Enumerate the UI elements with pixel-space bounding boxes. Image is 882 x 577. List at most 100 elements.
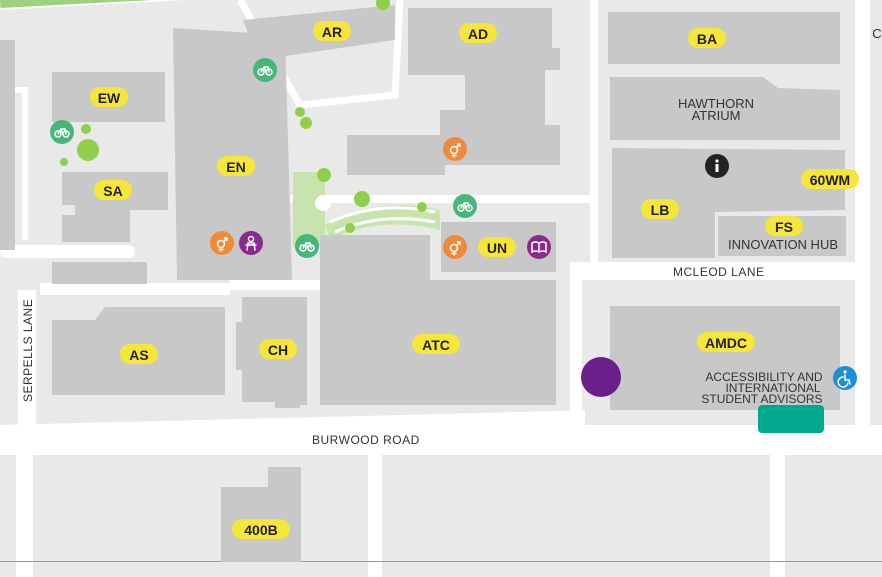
label-accessibility: ACCESSIBILITY AND: [705, 370, 822, 384]
building-tag-background: [217, 156, 255, 176]
building-code: 400B: [244, 522, 277, 538]
building-sa-annex: [52, 262, 147, 284]
building-tag-background: [94, 180, 132, 200]
building-tag-fs[interactable]: FS: [765, 216, 803, 236]
building-code: AS: [129, 347, 148, 363]
bicycle-parking-icon[interactable]: [295, 234, 319, 258]
path-arc-2: [334, 217, 436, 234]
bicycle-parking-icon[interactable]: [453, 194, 477, 218]
building-code: AMDC: [705, 335, 747, 351]
parents-room-icon[interactable]: [239, 231, 263, 255]
street-burwood-road: BURWOOD ROAD: [312, 433, 420, 447]
tree-icon: [81, 124, 91, 134]
building-tag-background: [478, 237, 516, 257]
building-labels: AR AD BA EW EN SA LB 60WM FS UN AS CH ATC AMDC 400B: [90, 21, 859, 539]
bicycle-parking-icon[interactable]: [50, 120, 74, 144]
building-sa[interactable]: [62, 172, 168, 242]
ground-south-edge: [0, 455, 16, 577]
building-tag-background: [259, 339, 297, 359]
building-atc[interactable]: [320, 235, 556, 405]
building-tag-background: [120, 344, 158, 364]
ground-far-east: [870, 0, 882, 425]
unisex-toilet-icon[interactable]: [210, 231, 234, 255]
building-tag-background: [412, 334, 460, 354]
building-tag-400b[interactable]: 400B: [232, 519, 290, 539]
label-student-advisors: STUDENT ADVISORS: [701, 392, 822, 406]
building-code: SA: [103, 183, 122, 199]
building-west-edge: [0, 40, 15, 250]
path-far-east: [855, 0, 870, 425]
building-amdc[interactable]: [610, 306, 840, 410]
tree-icon: [354, 191, 370, 207]
building-tag-sa[interactable]: SA: [94, 180, 132, 200]
building-tag-background: [801, 169, 859, 189]
label-innovation-hub: INNOVATION HUB: [728, 237, 838, 252]
building-code: EW: [98, 90, 121, 106]
building-tag-as[interactable]: AS: [120, 344, 158, 364]
building-code: 60WM: [810, 172, 850, 188]
label-hawthorn: HAWTHORN: [678, 96, 754, 111]
label-edge-c: C: [872, 26, 881, 41]
information-icon[interactable]: [705, 154, 729, 178]
path-west: [0, 245, 135, 258]
street-mcleod-lane: MCLEOD LANE: [673, 265, 765, 279]
path-east: [570, 265, 582, 425]
tree-icon: [345, 223, 355, 233]
building-code: FS: [775, 219, 793, 235]
building-tag-background: [697, 332, 755, 352]
building-code: LB: [651, 202, 670, 218]
building-code: ATC: [422, 337, 450, 353]
unisex-toilet-icon[interactable]: [443, 137, 467, 161]
building-tag-ad[interactable]: AD: [459, 23, 497, 43]
building-hawthorn-atrium[interactable]: [610, 77, 840, 140]
trees: [60, 0, 427, 233]
building-tag-60wm[interactable]: 60WM: [801, 169, 859, 189]
green-strip-north: [0, 0, 231, 8]
building-tag-ew[interactable]: EW: [90, 87, 128, 107]
tree-icon: [376, 0, 390, 10]
ground-south-1: [33, 455, 368, 577]
building-tag-background: [313, 21, 351, 41]
building-tag-en[interactable]: EN: [217, 156, 255, 176]
building-ad[interactable]: [347, 8, 560, 175]
tree-icon: [317, 168, 331, 182]
library-book-icon[interactable]: [527, 235, 551, 259]
path-central: [290, 195, 590, 203]
building-tag-background: [232, 519, 290, 539]
path-ba: [590, 0, 598, 262]
building-code: CH: [268, 342, 288, 358]
building-code: AD: [468, 26, 488, 42]
building-tag-background: [90, 87, 128, 107]
building-tag-background: [688, 28, 726, 48]
ground-south-2: [382, 455, 770, 577]
label-international: INTERNATIONAL: [725, 381, 820, 395]
mcleod-lane-road: [570, 262, 860, 280]
building-lb[interactable]: [612, 148, 845, 258]
building-tag-background: [459, 23, 497, 43]
building-tag-ar[interactable]: AR: [313, 21, 351, 41]
building-code: UN: [487, 240, 507, 256]
building-tag-lb[interactable]: LB: [641, 199, 679, 219]
building-tag-background: [765, 216, 803, 236]
building-tag-ch[interactable]: CH: [259, 339, 297, 359]
serpells-lane-road: [18, 290, 36, 425]
building-code: BA: [697, 31, 717, 47]
building-tag-ba[interactable]: BA: [688, 28, 726, 48]
bicycle-parking-icon[interactable]: [253, 58, 277, 82]
unisex-toilet-icon[interactable]: [443, 235, 467, 259]
building-tag-amdc[interactable]: AMDC: [697, 332, 755, 352]
building-code: EN: [226, 159, 245, 175]
tram-stop-bar[interactable]: [758, 405, 824, 433]
wheelchair-access-icon[interactable]: [833, 366, 857, 390]
label-atrium: ATRIUM: [692, 108, 741, 123]
building-tag-un[interactable]: UN: [478, 237, 516, 257]
tree-icon: [417, 202, 427, 212]
building-tag-atc[interactable]: ATC: [412, 334, 460, 354]
location-marker-icon[interactable]: [581, 357, 621, 397]
building-code: AR: [322, 24, 342, 40]
ground-south-3: [785, 455, 882, 577]
tree-icon: [60, 158, 68, 166]
building-tag-background: [641, 199, 679, 219]
building-en[interactable]: [173, 28, 292, 280]
